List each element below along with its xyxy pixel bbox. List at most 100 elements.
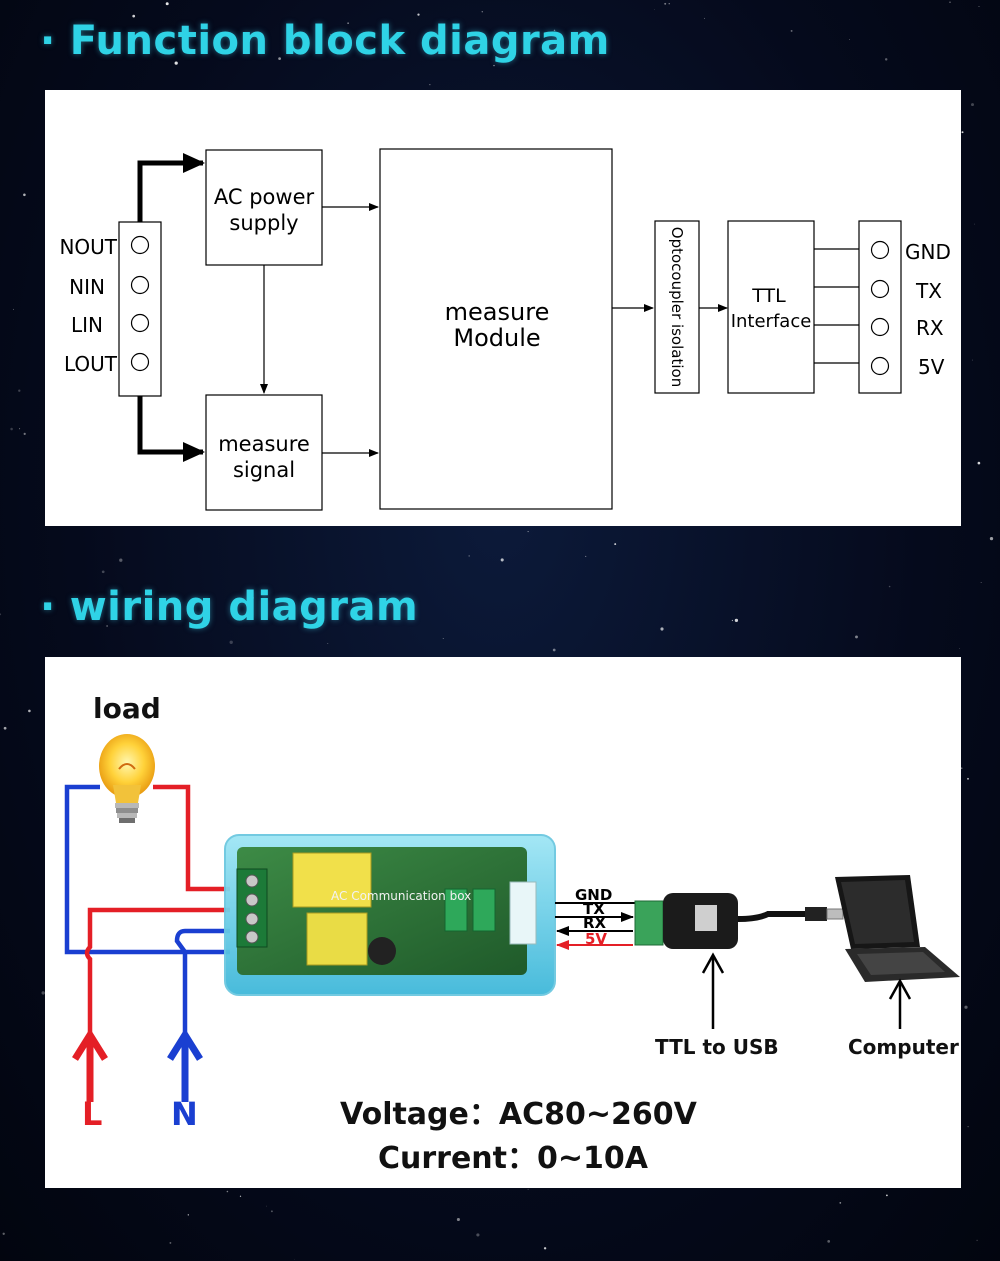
star	[614, 543, 617, 546]
star	[10, 427, 13, 431]
star	[278, 57, 281, 60]
block-diagram: NOUT NIN LIN LOUT AC power supply measur…	[59, 148, 951, 511]
star	[886, 1194, 888, 1197]
computer-pointer	[888, 978, 912, 1029]
live-label-l: L	[82, 1095, 102, 1133]
bullet-dot: ·	[40, 584, 56, 630]
star	[417, 13, 420, 16]
star	[119, 558, 123, 562]
thick-arrow-to-measure-signal	[137, 396, 205, 462]
star	[229, 640, 233, 644]
ac-power-label-line2: supply	[229, 211, 298, 235]
pin-label-rx: RX	[583, 914, 607, 932]
star	[456, 1217, 460, 1222]
star	[3, 726, 7, 730]
neutral-input-arrow	[167, 1028, 203, 1102]
star	[964, 1005, 968, 1009]
output-terminal-screws	[870, 240, 890, 376]
star	[165, 2, 169, 6]
star	[961, 131, 964, 134]
star	[294, 1258, 295, 1260]
star	[668, 3, 670, 5]
star	[967, 1125, 969, 1128]
terminal-label-lin: LIN	[71, 313, 103, 337]
wiring-diagram-heading: ·wiring diagram	[40, 584, 418, 630]
input-terminal-screws	[130, 235, 150, 372]
star	[967, 777, 969, 780]
pin-label-5v: 5V	[585, 930, 607, 948]
function-block-diagram-heading: ·Function block diagram	[40, 18, 610, 64]
star	[0, 613, 2, 616]
star	[976, 1239, 978, 1242]
current-spec: Current：0~10A	[378, 1141, 649, 1176]
star	[974, 223, 976, 225]
laptop-computer-icon	[835, 875, 960, 982]
star	[101, 570, 105, 574]
star	[527, 531, 529, 533]
star	[527, 1188, 529, 1190]
star	[978, 6, 980, 7]
heading-text: Function block diagram	[69, 18, 610, 64]
star	[247, 608, 249, 610]
star	[23, 432, 26, 436]
measure-module-line2: Module	[453, 324, 540, 352]
board-label: AC Communication box	[331, 889, 471, 903]
light-bulb-icon	[99, 734, 155, 823]
star	[23, 193, 26, 197]
star	[347, 22, 349, 24]
live-wire-load	[153, 784, 230, 892]
terminal-label-rx: RX	[916, 316, 944, 340]
star	[168, 46, 170, 48]
terminal-label-5v: 5V	[918, 355, 945, 379]
star	[980, 582, 982, 583]
star	[28, 709, 31, 713]
thick-arrow-to-ac-power	[137, 153, 205, 222]
voltage-spec: Voltage：AC80~260V	[340, 1097, 698, 1132]
ttl-to-usb-label: TTL to USB	[655, 1035, 779, 1059]
ttl-pin-lines	[555, 902, 635, 950]
terminal-label-nin: NIN	[69, 275, 105, 299]
neutral-wire-load	[64, 784, 230, 955]
load-label: load	[93, 692, 161, 725]
terminal-label-lout: LOUT	[64, 352, 118, 376]
star	[654, 9, 655, 11]
star	[849, 38, 851, 40]
ttl-label: TTL	[751, 285, 786, 307]
function-block-diagram-panel: NOUT NIN LIN LOUT AC power supply measur…	[45, 90, 961, 526]
star	[585, 555, 587, 557]
star	[239, 1195, 242, 1197]
star	[855, 635, 858, 639]
star	[327, 643, 329, 645]
star	[493, 64, 495, 67]
star	[2, 1232, 5, 1235]
wiring-diagram-panel: load L N	[45, 657, 961, 1188]
star	[187, 1214, 189, 1216]
star	[476, 1233, 480, 1237]
star	[481, 11, 483, 13]
terminal-label-nout: NOUT	[59, 235, 117, 259]
star	[660, 627, 664, 631]
star	[704, 17, 705, 19]
measure-module-block	[379, 148, 613, 510]
star	[552, 648, 556, 652]
star	[266, 1205, 268, 1207]
star	[989, 536, 994, 541]
star	[734, 618, 739, 623]
star	[174, 61, 178, 65]
star	[253, 597, 254, 599]
ttl-to-usb-pointer	[701, 952, 725, 1029]
star	[827, 1240, 831, 1243]
star	[330, 34, 331, 36]
live-wire-input	[84, 907, 230, 1097]
star	[270, 1210, 273, 1213]
star	[106, 625, 108, 627]
star	[18, 389, 21, 392]
ac-power-label-line1: AC power	[214, 185, 315, 209]
pin-label-gnd: GND	[575, 886, 612, 904]
ttl-to-usb-adapter	[634, 893, 844, 949]
star	[971, 103, 974, 107]
star	[41, 991, 45, 995]
star	[884, 58, 888, 61]
computer-label: Computer	[848, 1035, 959, 1059]
optocoupler-block	[654, 220, 700, 394]
